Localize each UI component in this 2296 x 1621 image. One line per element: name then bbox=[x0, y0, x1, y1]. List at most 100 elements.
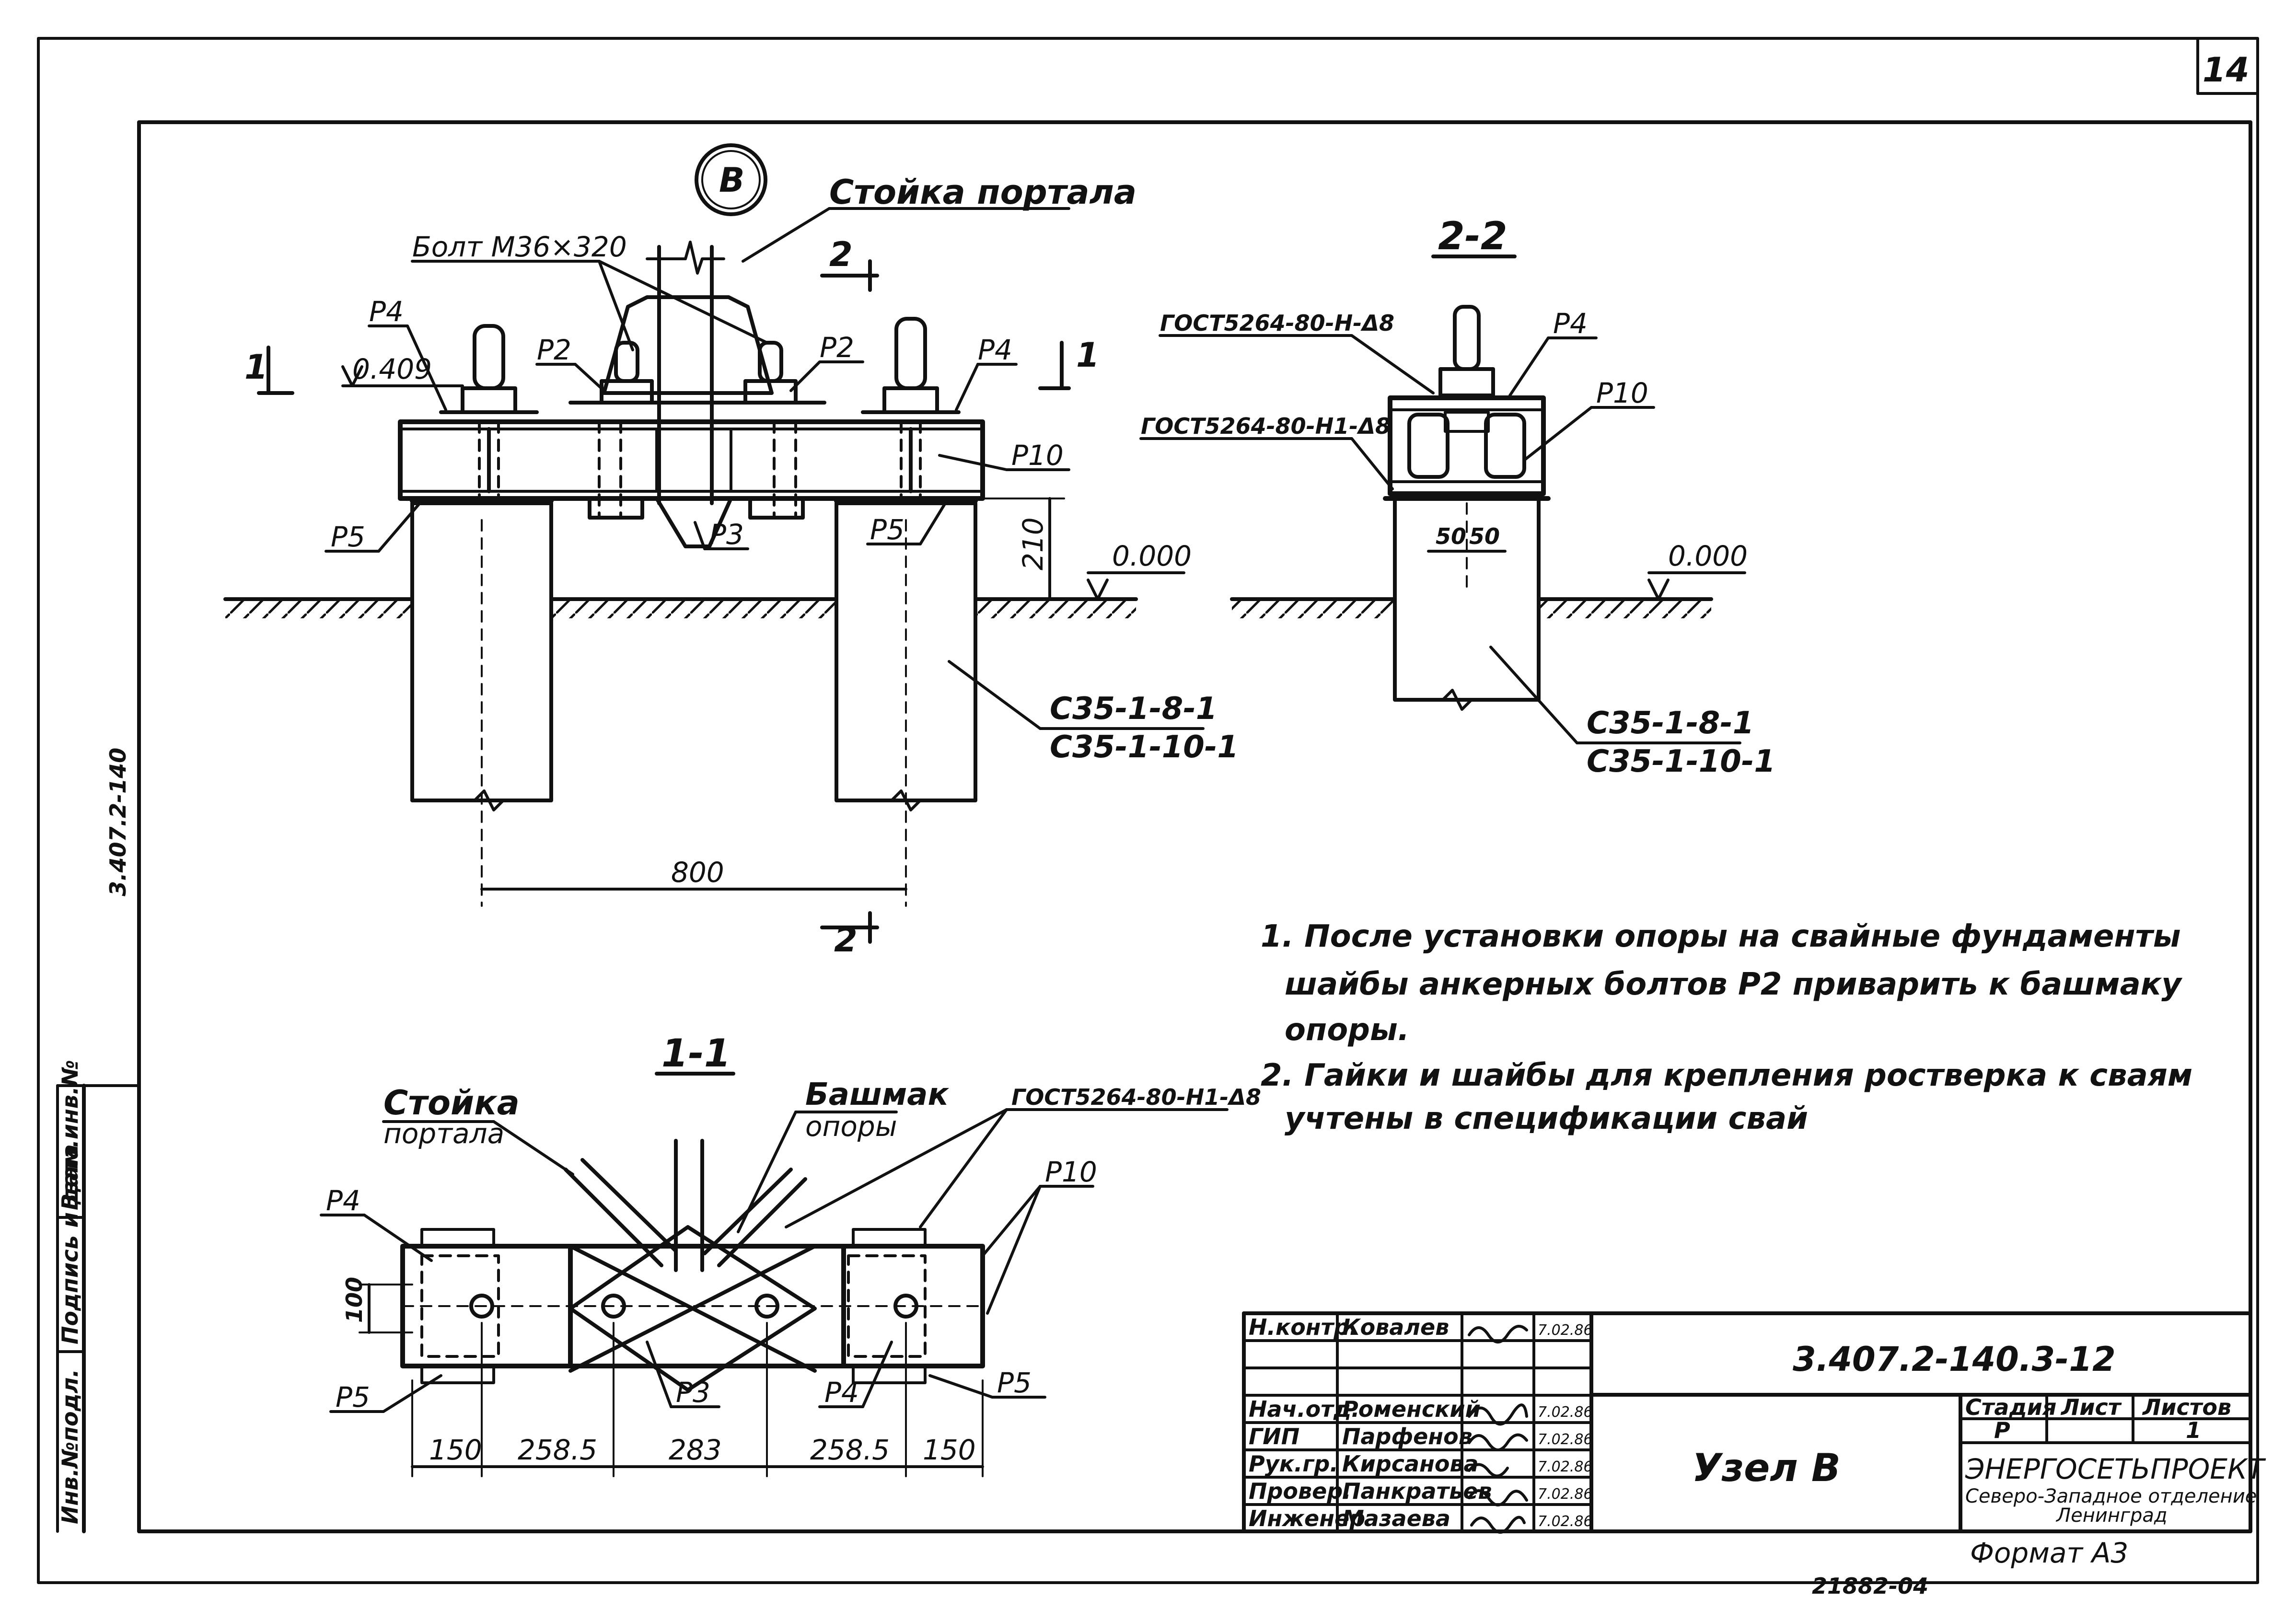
sig-name: Роменский bbox=[1342, 1396, 1481, 1422]
section-mark-1-left: 1 bbox=[244, 347, 268, 387]
page-number: 14 bbox=[2203, 50, 2249, 90]
sig-role: Н.контр. bbox=[1249, 1314, 1358, 1340]
anchor-bolt bbox=[473, 324, 505, 390]
anchor-nut bbox=[461, 386, 517, 414]
tb-sheets: 1 bbox=[2186, 1417, 2201, 1443]
s22-bolt bbox=[1453, 305, 1481, 371]
plan-post-brace bbox=[580, 1158, 678, 1253]
plan-bolt-hole bbox=[754, 1294, 779, 1319]
leader bbox=[861, 1341, 893, 1408]
elev-triangle bbox=[341, 365, 363, 387]
ground-hatch bbox=[1232, 599, 1395, 618]
lower-nut bbox=[748, 497, 805, 520]
elev-triangle bbox=[1647, 579, 1670, 601]
s22-web-left bbox=[1407, 413, 1449, 479]
handwritten-signature bbox=[1468, 1325, 1528, 1343]
dim-50-left: 50 bbox=[1436, 523, 1466, 549]
tb-format: Формат А3 bbox=[1970, 1537, 2128, 1569]
tb-org: ЭНЕРГОСЕТЬПРОЕКТ bbox=[1965, 1453, 2266, 1485]
lower-nut bbox=[588, 497, 644, 520]
leader bbox=[492, 1120, 574, 1176]
leader bbox=[1350, 437, 1394, 490]
tb-org-city: Ленинград bbox=[2055, 1505, 2168, 1527]
leader bbox=[948, 660, 1042, 730]
label-pile-2: С35-1-10-1 bbox=[1050, 729, 1239, 765]
node-marker-letter: В bbox=[719, 161, 744, 200]
dim-150-right: 150 bbox=[923, 1434, 976, 1466]
shoe bbox=[602, 295, 774, 395]
dim-283: 283 bbox=[669, 1434, 722, 1466]
label-p3: Р3 bbox=[709, 518, 744, 551]
label-p4-right: Р4 bbox=[978, 334, 1012, 366]
leader bbox=[919, 1108, 1008, 1228]
s22-web-right bbox=[1484, 413, 1526, 479]
leader bbox=[574, 363, 605, 392]
leader bbox=[919, 499, 948, 545]
plan-label-p5-left: Р5 bbox=[336, 1381, 370, 1413]
sig-name: Ковалев bbox=[1342, 1314, 1449, 1340]
label-p2-right: Р2 bbox=[820, 331, 854, 364]
leader bbox=[955, 363, 979, 411]
s22-label-p10: Р10 bbox=[1596, 377, 1648, 409]
anchor-nut bbox=[743, 379, 798, 405]
sig-date: 7.02.86 bbox=[1538, 1322, 1593, 1339]
plan-post-brace bbox=[564, 1168, 663, 1267]
title-block bbox=[1242, 1311, 2252, 1533]
dim-258-left: 258.5 bbox=[518, 1434, 597, 1466]
plan-plate-p4-left bbox=[420, 1254, 500, 1358]
leader bbox=[1508, 336, 1550, 397]
leader bbox=[981, 1185, 1042, 1257]
sig-role: Провер. bbox=[1249, 1478, 1351, 1504]
handwritten-signature bbox=[1468, 1489, 1528, 1506]
strip-label-inv-repl: Взам.инв.№ bbox=[57, 1060, 83, 1210]
ground-hatch bbox=[225, 599, 412, 618]
elevation-0000: 0.000 bbox=[1112, 540, 1192, 572]
dim-150-left: 150 bbox=[429, 1434, 482, 1466]
handwritten-signature bbox=[1468, 1403, 1528, 1426]
anchor-bolt bbox=[894, 317, 927, 390]
side-code: 3.407.2-140 bbox=[105, 748, 131, 896]
ground-hatch bbox=[975, 599, 1136, 618]
section-mark-1-right: 1 bbox=[1076, 336, 1100, 375]
sig-role: Рук.гр. bbox=[1249, 1451, 1338, 1477]
outer-frame bbox=[37, 37, 2259, 1584]
s22-label-pile-1: С35-1-8-1 bbox=[1587, 706, 1754, 741]
plan-label-gost: ГОСТ5264-80-Н1-Δ8 bbox=[1011, 1084, 1261, 1110]
sig-date: 7.02.86 bbox=[1538, 1486, 1593, 1503]
sig-role: Инженер bbox=[1249, 1505, 1365, 1531]
sig-name: Парфенов bbox=[1342, 1424, 1473, 1449]
s22-pile-break bbox=[1441, 689, 1473, 711]
section-1-title: 1-1 bbox=[661, 1031, 731, 1076]
label-p5-right: Р5 bbox=[870, 513, 904, 546]
node-marker-circle bbox=[695, 143, 767, 216]
leader bbox=[789, 360, 821, 392]
node-marker-circle-inner bbox=[701, 150, 761, 209]
sig-date: 7.02.86 bbox=[1538, 1404, 1593, 1421]
note-1-line-1: 1. После установки опоры на свайные фунд… bbox=[1261, 919, 2181, 954]
handwritten-signature bbox=[1470, 1516, 1526, 1534]
handwritten-signature bbox=[1468, 1463, 1509, 1478]
bottom-code: 21882-04 bbox=[1812, 1573, 1928, 1599]
dim-800: 800 bbox=[671, 856, 724, 889]
anchor-nut bbox=[882, 386, 939, 414]
bolt-label: Болт М36×320 bbox=[412, 231, 627, 263]
plan-bolt-hole bbox=[601, 1294, 626, 1319]
s22-label-p4: Р4 bbox=[1553, 307, 1588, 340]
plate-p3 bbox=[655, 497, 733, 548]
label-p2-left: Р2 bbox=[537, 334, 571, 366]
plan-label-shoe: Башмак bbox=[805, 1077, 949, 1112]
plan-bolt-row bbox=[420, 1365, 495, 1384]
plan-shoe-diagonal bbox=[568, 1244, 817, 1373]
plan-label-p3: Р3 bbox=[676, 1376, 710, 1409]
tb-code: 3.407.2-140.3-12 bbox=[1793, 1340, 2116, 1379]
sig-date: 7.02.86 bbox=[1538, 1513, 1593, 1530]
leader bbox=[406, 324, 447, 411]
label-pile-1: С35-1-8-1 bbox=[1050, 691, 1217, 727]
dim-50-right: 50 bbox=[1469, 523, 1500, 549]
leader bbox=[646, 1341, 673, 1408]
tb-title: Узел В bbox=[1692, 1446, 1841, 1490]
tb-stage-header: Стадия bbox=[1965, 1394, 2056, 1420]
sig-name: Панкратьев bbox=[1342, 1478, 1492, 1504]
plan-shoe-diamond bbox=[568, 1225, 817, 1392]
